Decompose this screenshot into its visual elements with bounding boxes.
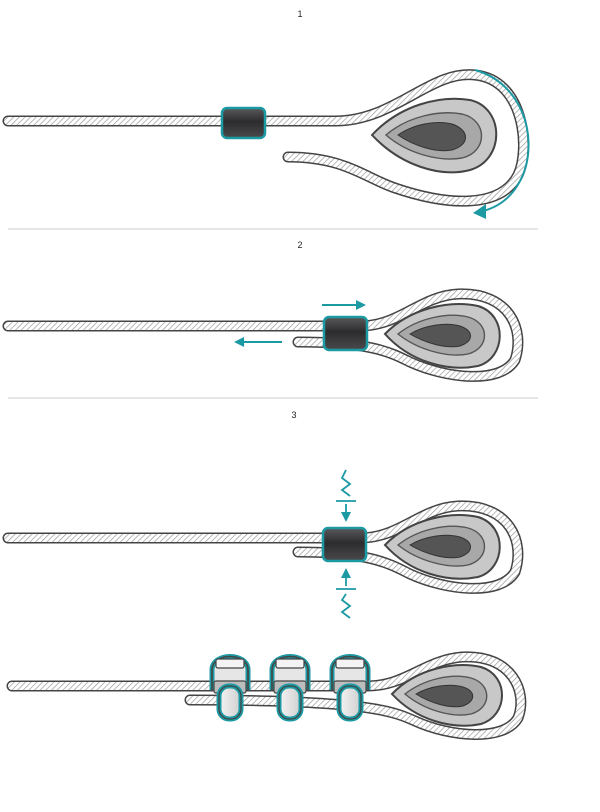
wire-rope-clip-1: [209, 654, 251, 722]
step-2-ferrule-sleeve: [322, 315, 369, 352]
step-3-number: 3: [291, 410, 296, 420]
wire-rope-clip-2: [269, 654, 311, 722]
step-2-arrow-right: [322, 300, 366, 310]
step-3: 3: [2, 410, 527, 740]
step-1-curved-arrow: [473, 69, 530, 219]
step-3-thimble-clipped: [390, 664, 503, 727]
step-1: 1: [2, 9, 530, 219]
step-2: 2: [2, 240, 524, 382]
wire-rope-clip-3: [329, 654, 371, 722]
step-1-ferrule-sleeve: [220, 106, 267, 140]
step-1-number: 1: [297, 9, 302, 19]
step-2-number: 2: [297, 240, 302, 250]
step-3-crimp-force-top: [336, 469, 356, 522]
step-1-thimble: [370, 97, 498, 174]
step-3-thimble-swaged: [383, 514, 501, 580]
step-2-arrow-left: [234, 337, 282, 347]
step-3-ferrule-sleeve: [321, 526, 368, 563]
step-2-thimble: [383, 303, 501, 369]
step-3-crimp-force-bottom: [336, 568, 356, 619]
